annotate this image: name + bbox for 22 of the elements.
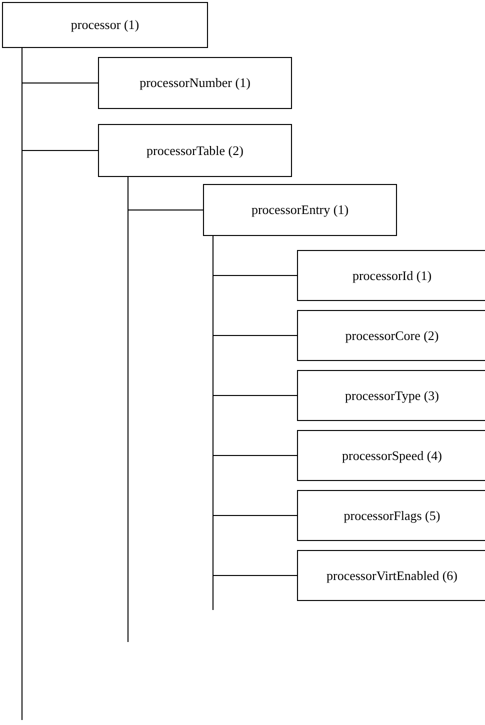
tree-node-box	[297, 550, 485, 601]
node-label: processorCore (2)	[345, 328, 439, 344]
node-label: processorVirtEnabled (6)	[326, 568, 458, 584]
tree-node-box	[297, 310, 485, 361]
tree-node-box	[297, 490, 485, 541]
node-label: processor (1)	[70, 17, 140, 33]
tree-node-box	[2, 2, 208, 48]
tree-connector	[128, 176, 204, 210]
node-label: processorNumber (1)	[140, 75, 250, 91]
tree-node-box	[297, 370, 485, 421]
node-label: processorType (3)	[344, 388, 440, 404]
tree-node-box	[98, 124, 292, 177]
tree-connector	[22, 48, 98, 151]
node-label: processorSpeed (4)	[342, 448, 442, 464]
tree-node-box	[297, 430, 485, 481]
node-label: processorTable (2)	[146, 142, 244, 158]
tree-node-box	[297, 250, 485, 301]
tree-node-box	[203, 184, 397, 236]
node-label: processorFlags (5)	[344, 508, 440, 524]
node-label: processorEntry (1)	[251, 202, 349, 218]
node-label: processorId (1)	[352, 268, 432, 284]
tree-node-box	[98, 57, 292, 109]
